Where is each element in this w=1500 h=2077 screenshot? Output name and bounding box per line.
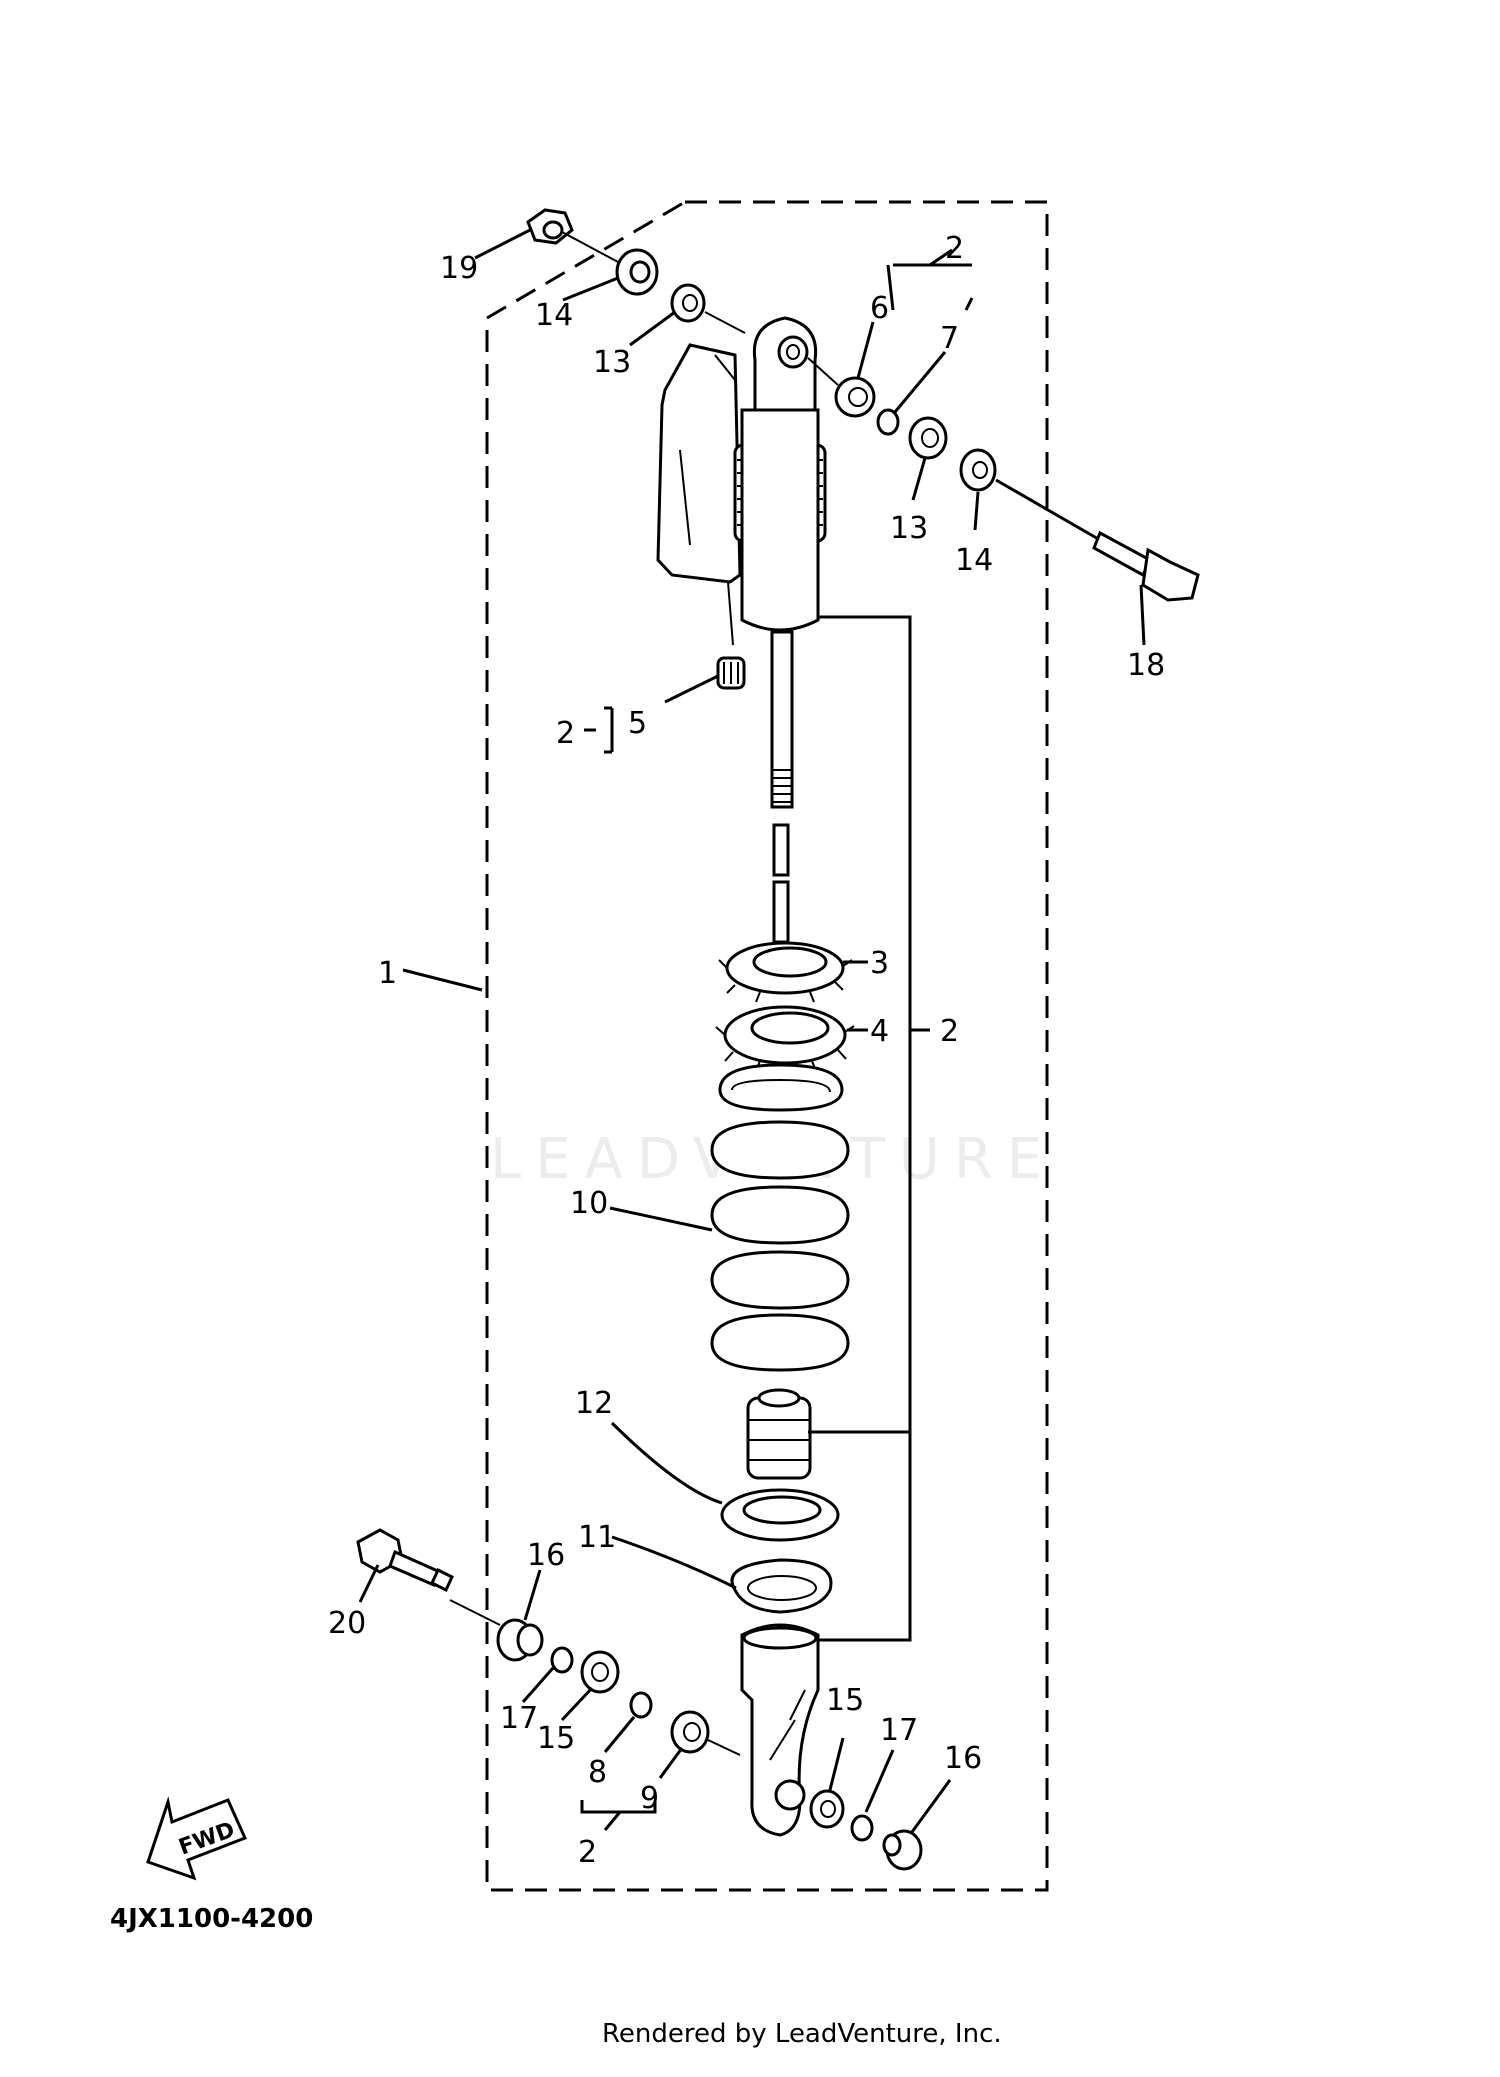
rod	[772, 880, 790, 944]
leader-9	[658, 1747, 684, 1779]
bearing-9	[670, 1710, 710, 1754]
oil-seal-17-left	[550, 1646, 574, 1674]
part-label-5: 5	[628, 706, 647, 741]
collar-16-left	[496, 1618, 544, 1662]
part-label-13: 13	[890, 511, 928, 546]
part-label-16: 16	[944, 1741, 982, 1776]
leader-7	[893, 351, 947, 413]
part-label-2: 2	[940, 1014, 959, 1049]
part-label-15: 15	[826, 1683, 864, 1718]
part-label-13: 13	[593, 345, 631, 380]
spring-10	[710, 1063, 850, 1372]
leader-11	[611, 1535, 737, 1590]
part-label-12: 12	[575, 1386, 613, 1421]
assembly-boundary	[485, 200, 1049, 1892]
bump-stopper	[746, 1388, 812, 1480]
leader-12	[610, 1421, 723, 1505]
part-label-9: 9	[640, 1781, 659, 1816]
collar-14-right	[959, 448, 997, 492]
part-label-6: 6	[870, 291, 889, 326]
bracket-2b	[584, 706, 614, 754]
bushing-13-upper	[670, 283, 706, 323]
bearing-6	[834, 376, 876, 418]
oil-seal-7	[876, 408, 900, 436]
pin	[772, 823, 790, 877]
part-label-7: 7	[940, 321, 959, 356]
spring-stopper-11	[730, 1558, 833, 1614]
part-label-2: 2	[556, 716, 575, 751]
leader-10	[609, 1206, 713, 1232]
shock-absorber-body	[656, 316, 827, 809]
leader-17b	[864, 1749, 895, 1813]
part-label-20: 20	[328, 1606, 366, 1641]
part-label-17: 17	[880, 1713, 918, 1748]
part-label-14: 14	[955, 543, 993, 578]
bushing-15-left	[580, 1650, 620, 1694]
part-label-19: 19	[440, 251, 478, 286]
part-label-8: 8	[588, 1755, 607, 1790]
fwd-arrow-icon: FWD	[146, 1796, 248, 1881]
bolt-20	[356, 1528, 454, 1593]
leader-16b	[910, 1779, 952, 1833]
collar-14-upper	[615, 248, 659, 296]
leader-13b	[911, 457, 927, 501]
group-bracket	[818, 615, 912, 1642]
bracket-2a	[886, 248, 974, 311]
leader-16a	[523, 1569, 542, 1621]
part-label-11: 11	[578, 1520, 616, 1555]
leader-1	[402, 968, 483, 992]
oil-seal-8	[629, 1691, 653, 1719]
bushing-15-right	[809, 1789, 845, 1829]
locknut-3	[718, 941, 853, 1003]
part-label-2: 2	[945, 231, 964, 266]
leader-14b	[973, 491, 980, 531]
bushing-5	[716, 656, 746, 690]
part-label-4: 4	[870, 1014, 889, 1049]
bracket-2d	[580, 1800, 657, 1831]
adjusting-nut-4	[715, 1005, 855, 1072]
lower-clevis	[740, 1623, 820, 1837]
bolt-18	[995, 478, 1200, 602]
part-label-3: 3	[870, 946, 889, 981]
part-label-18: 18	[1127, 648, 1165, 683]
leader-15a	[560, 1686, 594, 1722]
part-label-2: 2	[578, 1835, 597, 1870]
footer-credit: Rendered by LeadVenture, Inc.	[602, 2019, 1002, 2049]
leader-15b	[828, 1737, 845, 1791]
part-label-16: 16	[527, 1538, 565, 1573]
part-label-17: 17	[500, 1701, 538, 1736]
leader-18	[1139, 584, 1146, 646]
leader-20	[358, 1564, 380, 1603]
leader-5	[664, 674, 719, 704]
nut-19	[526, 208, 574, 245]
collar-16-right	[882, 1829, 923, 1871]
drawing-code: 4JX1100-4200	[110, 1904, 313, 1934]
leader-14a	[562, 276, 619, 302]
part-label-15: 15	[537, 1721, 575, 1756]
leader-13a	[629, 310, 676, 347]
bushing-13-right	[908, 416, 948, 460]
leader-19	[474, 228, 531, 260]
leader-8	[603, 1716, 636, 1753]
leader-6	[856, 321, 875, 379]
part-label-14: 14	[535, 298, 573, 333]
part-label-1: 1	[378, 956, 397, 991]
oil-seal-17-right	[850, 1814, 874, 1842]
spring-guide-12	[720, 1488, 840, 1542]
part-label-10: 10	[570, 1186, 608, 1221]
leader-17a	[521, 1667, 555, 1703]
